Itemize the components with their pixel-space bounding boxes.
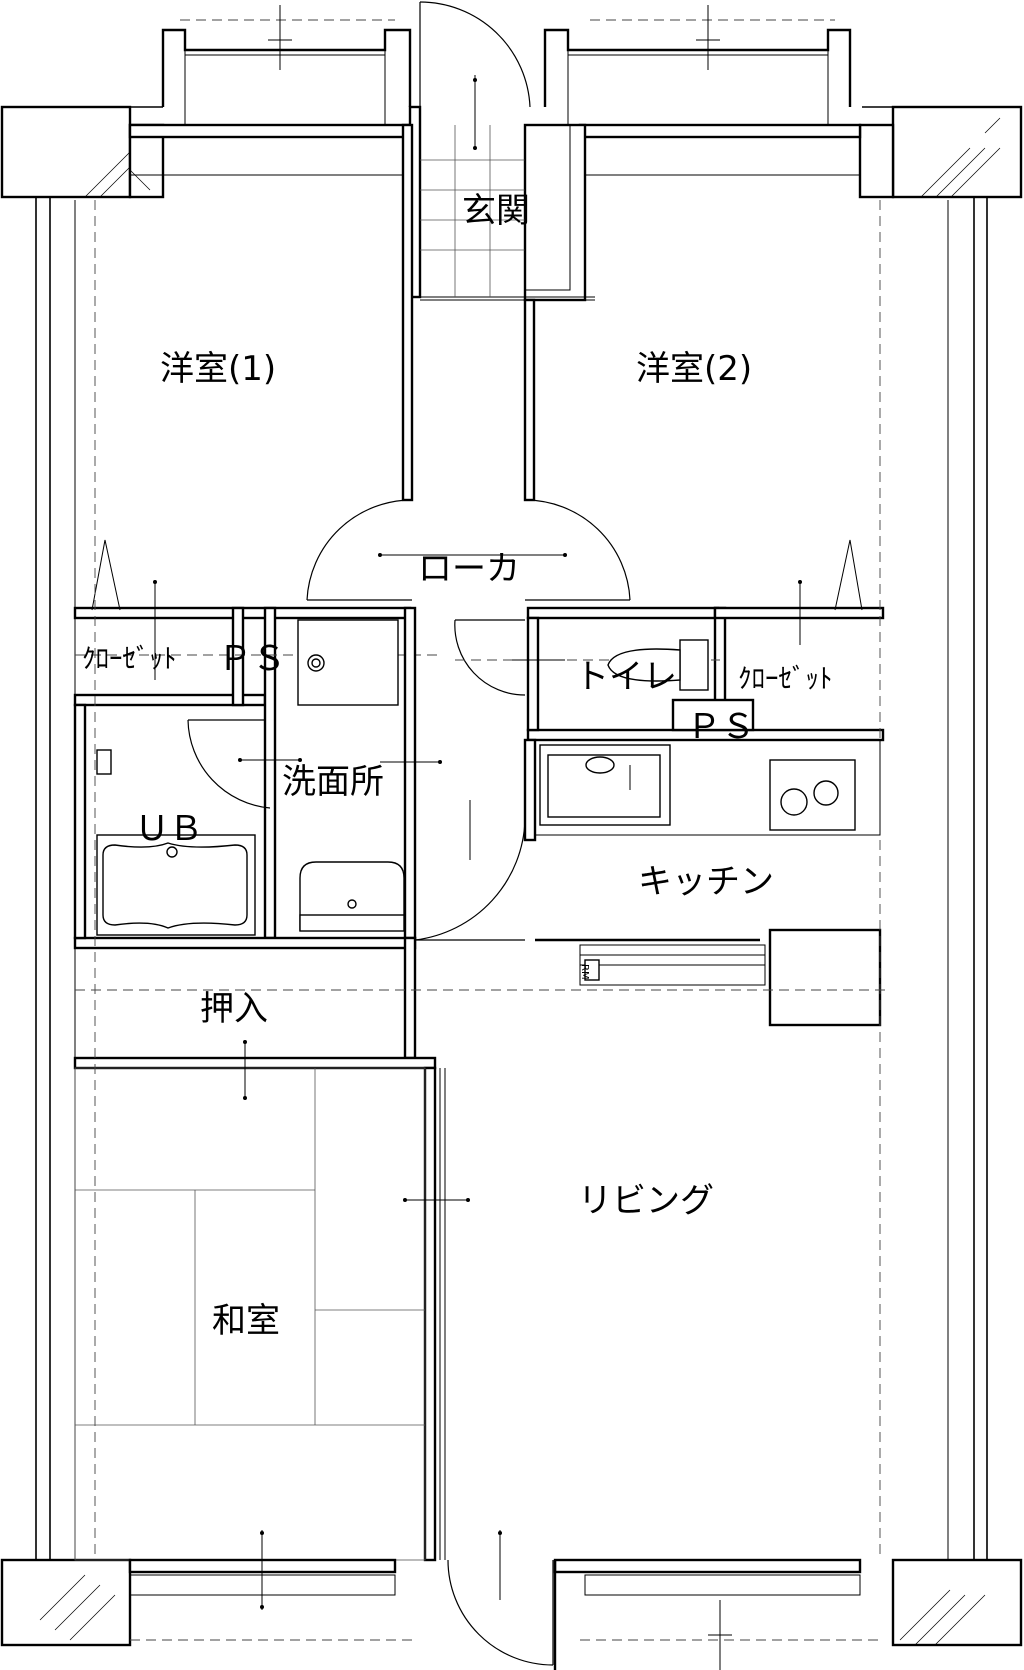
markers	[238, 553, 567, 1202]
label-youshitsu1: 洋室(1)	[160, 349, 276, 389]
label-ub: ＵＢ	[135, 809, 203, 849]
room-labels: 玄関 洋室(1) 洋室(2) ローカ ｸﾛｰｾﾞｯﾄ ＰＳ トイレ ｸﾛｰｾﾞｯ…	[82, 191, 833, 1341]
label-rouka: ローカ	[418, 549, 520, 589]
label-closet-left: ｸﾛｰｾﾞｯﾄ	[82, 644, 177, 675]
label-oshiire: 押入	[200, 989, 268, 1029]
label-closet-right: ｸﾛｰｾﾞｯﾄ	[738, 664, 833, 695]
label-rm: RM	[579, 964, 590, 980]
label-washitsu: 和室	[212, 1301, 280, 1341]
label-senmenjo: 洗面所	[282, 762, 384, 802]
label-youshitsu2: 洋室(2)	[636, 349, 752, 389]
label-toilet: トイレ	[575, 657, 677, 697]
bottom-windows	[128, 1530, 880, 1670]
entrance-area	[408, 1, 595, 302]
top-windows	[128, 5, 862, 176]
label-ps-right: ＰＳ	[687, 707, 755, 747]
label-ps-left: ＰＳ	[218, 639, 286, 679]
label-genkan: 玄関	[462, 191, 530, 231]
label-living: リビング	[578, 1181, 714, 1221]
partitions	[73, 123, 885, 1562]
fixtures	[96, 619, 881, 936]
label-kitchen: キッチン	[638, 862, 774, 902]
